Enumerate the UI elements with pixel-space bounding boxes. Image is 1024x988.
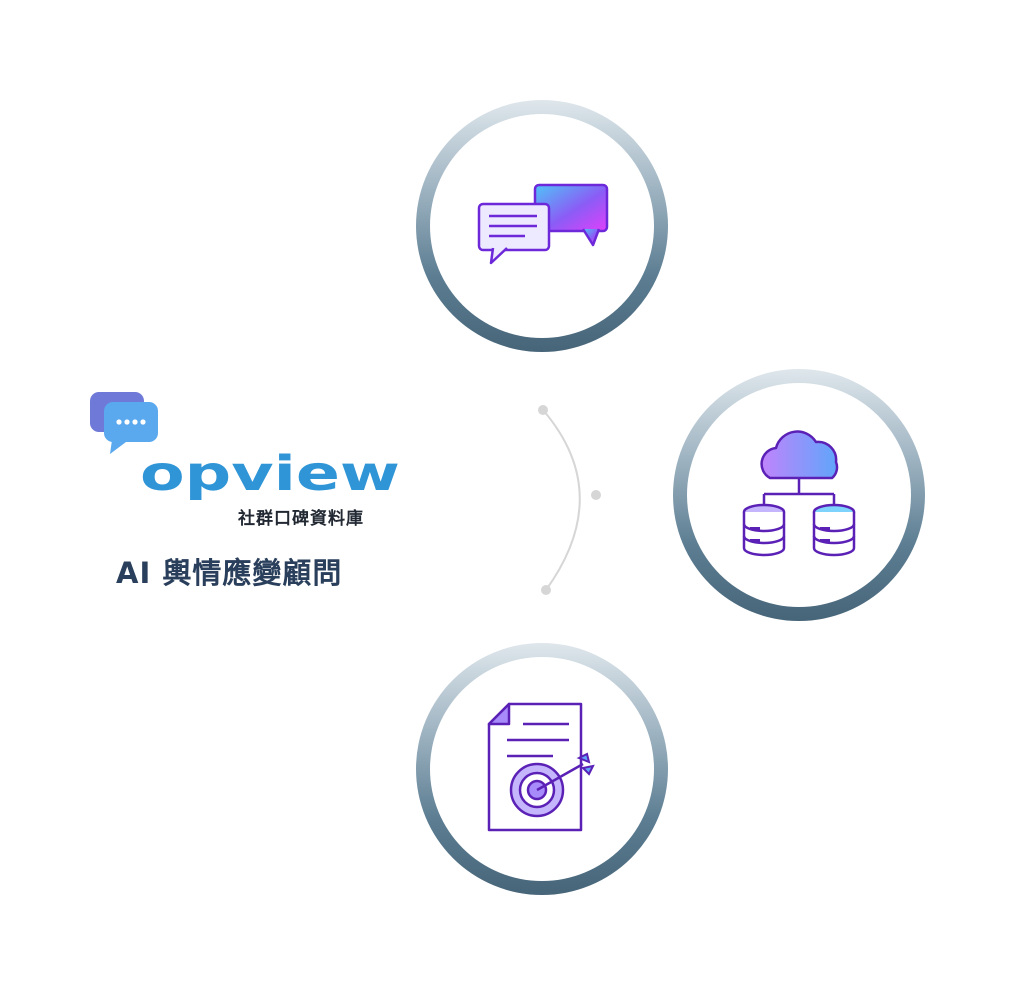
opview-wordmark: opview bbox=[140, 450, 400, 500]
document-target-icon bbox=[487, 702, 595, 832]
node-cloud-database bbox=[670, 366, 928, 624]
tagline: AI 輿情應變顧問 bbox=[116, 556, 343, 590]
chat-bubbles-icon bbox=[477, 183, 609, 265]
brand-block: opview 社群口碑資料庫 AI 輿情應變顧問 bbox=[88, 388, 418, 590]
node-document-target bbox=[413, 640, 671, 898]
svg-text:opview: opview bbox=[140, 450, 400, 500]
node-chat bbox=[413, 97, 671, 355]
brand-subtitle: 社群口碑資料庫 bbox=[238, 509, 364, 529]
connector-arc bbox=[538, 405, 601, 595]
cloud-database-icon bbox=[742, 430, 856, 557]
logo-chat-icon bbox=[90, 392, 158, 454]
